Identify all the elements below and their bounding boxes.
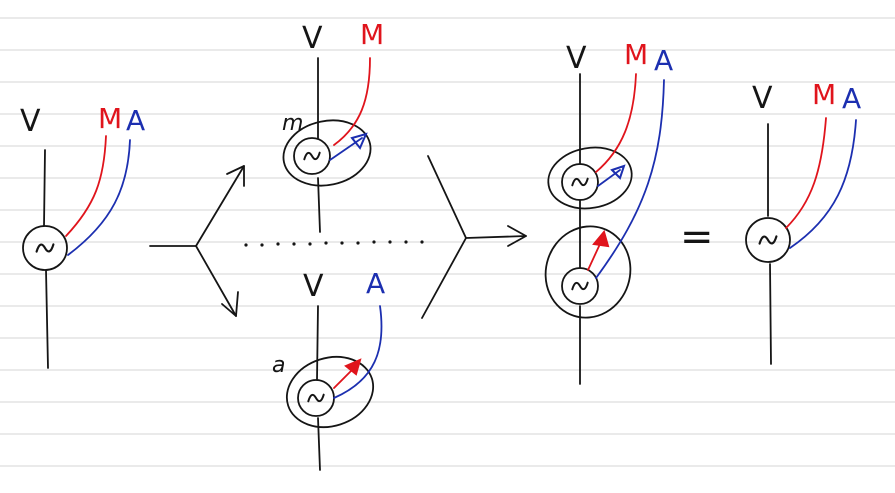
combined-a-line [595, 79, 665, 279]
combined-lower-wave-icon [571, 281, 589, 291]
bottom-v-line-upper [316, 305, 319, 381]
bottom-red-arrowhead-icon [344, 358, 362, 376]
bottom-node-label: a [272, 353, 285, 378]
left-a-label: A [126, 104, 145, 137]
bottom-a-label: A [366, 267, 385, 300]
result-a-line [789, 119, 857, 249]
top-wave-icon [303, 151, 321, 161]
bottom-blob [285, 356, 375, 428]
result-wave-icon [758, 235, 778, 245]
result-m-line [785, 117, 827, 229]
left-v-line-top [43, 149, 46, 227]
notebook-lines [0, 17, 895, 467]
bottom-v-label: V [303, 269, 324, 304]
combined-upper-circle [561, 163, 599, 201]
bottom-a-line [333, 305, 383, 399]
top-blue-arrowhead-icon [350, 132, 368, 150]
combined-lower-blob [544, 225, 632, 319]
combined-m-label: M [624, 38, 648, 71]
left-v-label: V [20, 104, 41, 139]
left-vertex: V M A [20, 102, 145, 369]
result-vertex: V M A [745, 78, 861, 365]
result-v-line-bottom [769, 263, 772, 365]
top-blob [282, 119, 372, 187]
left-a-line [67, 139, 131, 256]
left-wave-icon [35, 243, 55, 253]
result-m-label: M [812, 78, 836, 111]
combined-a-label: A [654, 44, 673, 77]
bottom-v-line-lower [317, 417, 321, 471]
top-m-line [333, 57, 371, 146]
combined-upper-blob [547, 146, 633, 210]
merge-arrowhead-icon [507, 225, 527, 247]
split-up-arrowhead-icon [226, 165, 245, 187]
result-v-label: V [752, 81, 773, 116]
top-v-line-lower [317, 177, 321, 233]
dotted-separator [244, 240, 424, 247]
split-arrows [149, 165, 245, 317]
equals-sign: = [680, 214, 714, 260]
split-down-arrowhead-icon [221, 291, 239, 317]
left-m-line [65, 135, 107, 237]
combined-m-line [595, 73, 637, 173]
combined-v-label: V [566, 41, 587, 76]
combined-red-arrow-line [587, 243, 601, 271]
equals-label: = [680, 214, 714, 260]
merge-arrows [421, 155, 527, 319]
split-up-line [195, 165, 245, 247]
top-vertex: V M m [282, 18, 384, 233]
combined-blue-arrowhead-icon [610, 164, 626, 180]
left-m-label: M [98, 102, 122, 135]
combined-upper-wave-icon [571, 177, 589, 187]
merge-lower-line [421, 237, 467, 319]
top-vertex-circle [293, 137, 331, 175]
combined-diagram: V M A [544, 38, 673, 385]
split-down-line [195, 245, 237, 317]
result-a-label: A [842, 82, 861, 115]
bottom-vertex: V A a [272, 267, 385, 471]
top-arrow-line [329, 137, 363, 161]
left-vertex-circle [22, 225, 68, 271]
combined-blue-arrow-line [597, 169, 621, 187]
top-node-label: m [282, 111, 303, 136]
top-m-label: M [360, 18, 384, 51]
left-v-line-bottom [45, 269, 49, 369]
result-vertex-circle [745, 217, 791, 263]
merge-upper-line [427, 155, 467, 239]
merge-stem [465, 235, 527, 239]
top-v-label: V [302, 21, 323, 56]
combined-lower-circle [561, 267, 599, 305]
combined-red-arrowhead-icon [592, 229, 610, 248]
bottom-wave-icon [307, 393, 325, 403]
